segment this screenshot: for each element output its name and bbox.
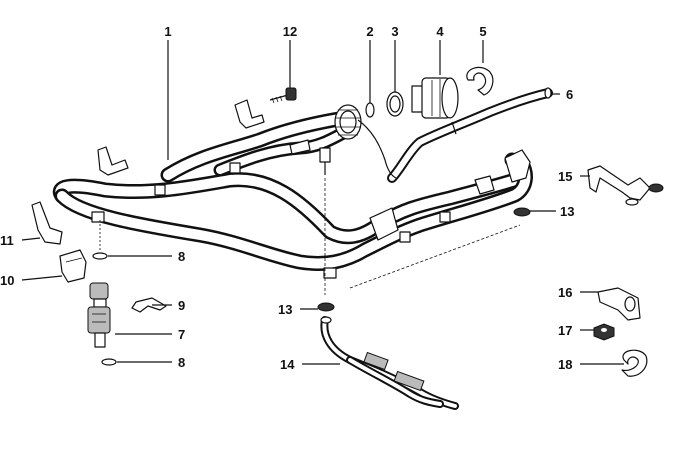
screw (269, 87, 297, 104)
callout-labels: 1 12 2 3 4 5 6 15 13 11 8 10 16 9 13 17 … (0, 24, 574, 372)
callout-10: 10 (0, 273, 14, 288)
callout-11: 11 (0, 233, 14, 248)
callout-7: 7 (178, 327, 185, 342)
callout-6: 6 (566, 87, 573, 102)
callout-15: 15 (558, 169, 572, 184)
callout-9: 9 (178, 298, 185, 313)
feed-line (317, 178, 531, 410)
callout-8-lower: 8 (178, 355, 185, 370)
callout-4: 4 (436, 24, 444, 39)
callout-1: 1 (164, 24, 171, 39)
clamp-18 (621, 349, 648, 377)
callout-13-left: 13 (278, 302, 292, 317)
callout-5: 5 (479, 24, 486, 39)
fuel-rail-assembly (52, 99, 533, 279)
callout-8-upper: 8 (178, 249, 185, 264)
bracket-15 (587, 165, 664, 206)
injector-stack (31, 201, 167, 366)
leader-lines (21, 40, 624, 365)
pressure-regulator (365, 66, 494, 119)
fuel-return-line (357, 87, 553, 183)
callout-17: 17 (558, 323, 572, 338)
callout-13-right: 13 (560, 204, 574, 219)
callout-14: 14 (280, 357, 295, 372)
callout-2: 2 (366, 24, 373, 39)
callout-12: 12 (283, 24, 297, 39)
callout-3: 3 (391, 24, 398, 39)
callout-18: 18 (558, 357, 572, 372)
holder-16 (597, 287, 641, 321)
callout-16: 16 (558, 285, 572, 300)
nut-17 (593, 323, 615, 341)
